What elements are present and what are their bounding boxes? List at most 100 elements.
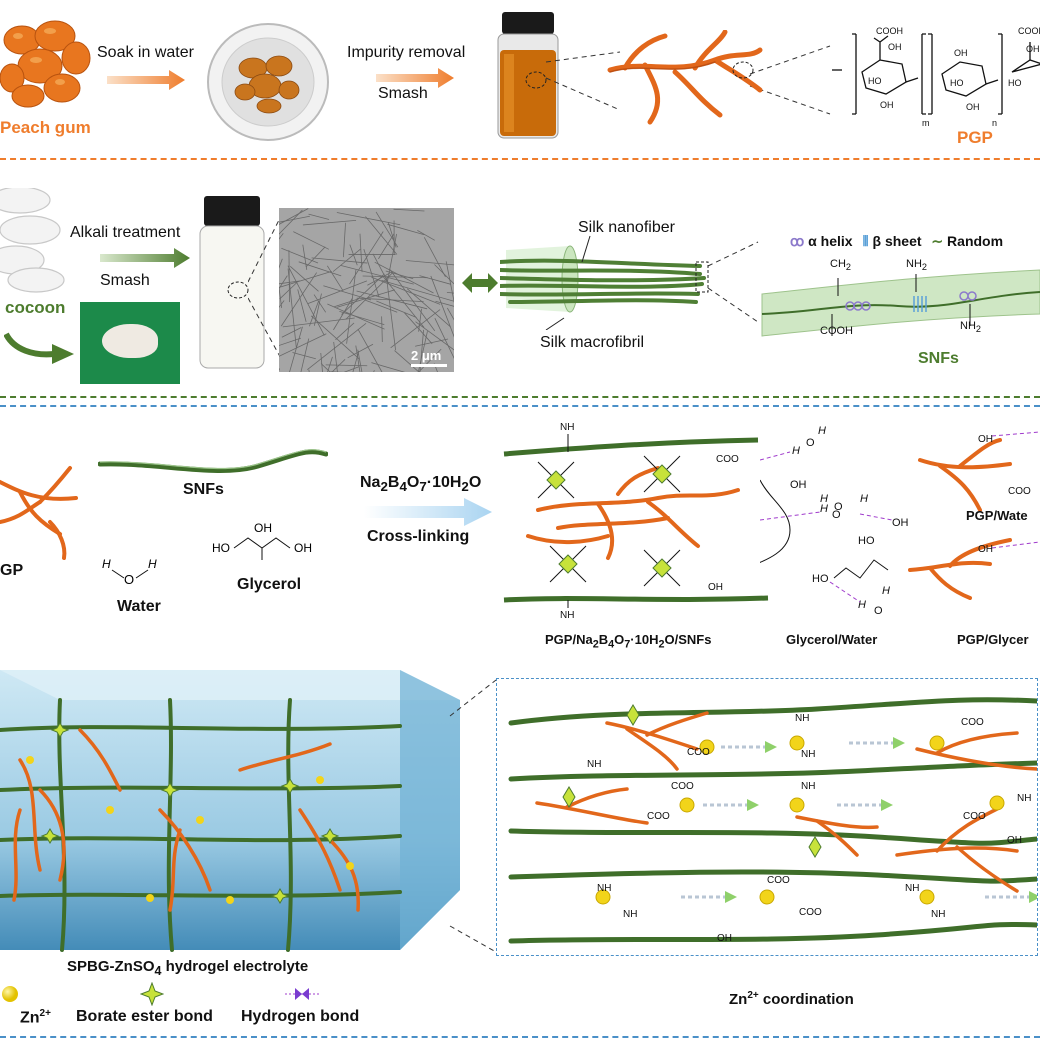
hydrogen-bond-icon (285, 988, 319, 1000)
smash-label: Smash (100, 272, 150, 289)
pgp-chemical-structure: COOH OH HO OH OH HO COOH OH HO OH m n (832, 26, 1040, 128)
ch2-label: CH2 (830, 258, 851, 273)
coordination-label: Zn2+ coordination (729, 990, 854, 1008)
water-molecule: H O H (102, 557, 157, 586)
glycerol-label: Glycerol (237, 576, 302, 593)
scale-bar (411, 364, 447, 367)
svg-text:HO: HO (858, 535, 875, 547)
pgp-polymer (607, 30, 763, 125)
zn-ion-icon (2, 986, 18, 1002)
soak-label: Soak in water (97, 44, 194, 61)
svg-text:COO: COO (767, 875, 790, 886)
crosslink-label: Cross-linking (367, 528, 470, 545)
svg-text:OH: OH (978, 544, 993, 555)
vial-white-image (199, 196, 265, 369)
alpha-helix-label: α helix (808, 233, 853, 249)
struct-label: OH (888, 42, 902, 52)
crosslink-network: NH COO NH OH (503, 422, 769, 621)
svg-text:OH: OH (708, 582, 723, 593)
struct-n: n (992, 118, 997, 128)
sheet-icon: ⦀ (862, 233, 869, 249)
zoom-lines (545, 45, 831, 115)
pgp-interactions: OH COO OH COO (908, 431, 1040, 600)
divider (0, 1036, 1040, 1038)
silk-nanofiber-label: Silk nanofiber (578, 219, 675, 236)
reagent-label: Na2B4O7·10H2O (360, 474, 482, 495)
coordination-diagram: NH COO NH NH COO NH COO COO NH COO OH NH… (508, 697, 1040, 944)
borate-ester-icon (140, 982, 164, 1006)
pgp-water-label: PGP/Wate (966, 508, 1028, 523)
svg-text:COO: COO (716, 454, 739, 465)
nh2-label: NH2 (906, 258, 927, 273)
svg-text:OH: OH (294, 541, 312, 555)
arrow-icon (100, 248, 190, 268)
svg-text:COO: COO (647, 811, 670, 822)
snfs-label: SNFs (183, 481, 224, 498)
hbond-legend-label: Hydrogen bond (241, 1008, 360, 1025)
alkali-label: Alkali treatment (70, 224, 181, 241)
snf-fiber (98, 449, 328, 473)
glycerol-molecule: HO OH OH (212, 521, 312, 560)
struct-label: HO (868, 76, 882, 86)
borate-legend-label: Borate ester bond (76, 1008, 213, 1025)
water-label: Water (117, 598, 161, 615)
svg-text:H: H (860, 493, 868, 505)
svg-text:H: H (148, 557, 157, 571)
glycerol-water-label: Glycerol/Water (786, 632, 878, 647)
svg-text:HO: HO (812, 573, 829, 585)
impurity-removal-label: Impurity removal (347, 44, 466, 61)
silk-fibril (500, 235, 759, 330)
svg-text:NH: NH (801, 781, 815, 792)
zn-legend-label: Zn2+ (20, 1008, 51, 1027)
svg-text:NH: NH (560, 610, 574, 621)
smash-label: Smash (378, 85, 428, 102)
pgp-polymer (0, 466, 78, 560)
sem-image: 2 μm (279, 208, 454, 372)
svg-text:H: H (818, 425, 826, 437)
struct-label: OH (954, 48, 968, 58)
helix-icon: ꝏ (790, 233, 805, 249)
svg-text:OH: OH (790, 479, 807, 491)
svg-text:NH: NH (905, 883, 919, 894)
svg-text:O: O (834, 501, 843, 513)
svg-text:OH: OH (1007, 835, 1022, 846)
struct-label: HO (1008, 78, 1022, 88)
arrow-icon (376, 68, 454, 88)
random-coil-icon: ∼ (931, 233, 944, 249)
double-arrow-icon (462, 273, 498, 293)
cocoon-image (0, 188, 65, 293)
svg-text:COO: COO (799, 907, 822, 918)
svg-text:HO: HO (212, 541, 230, 555)
pgp-label: PGP (957, 128, 993, 147)
svg-text:H: H (820, 503, 828, 515)
structure-legend: ꝏ α helix ⦀ β sheet ∼ Random (790, 233, 1003, 250)
silk-macrofibril-label: Silk macrofibril (540, 334, 645, 351)
scale-label: 2 μm (411, 348, 442, 363)
struct-label: COOH (876, 26, 903, 36)
svg-text:H: H (820, 493, 828, 505)
svg-text:COO: COO (961, 717, 984, 728)
divider (0, 396, 1040, 398)
svg-text:COO: COO (671, 781, 694, 792)
snf-tube (761, 269, 1040, 337)
svg-text:H: H (792, 445, 800, 457)
svg-text:O: O (124, 572, 134, 586)
svg-text:OH: OH (978, 434, 993, 445)
arrow-icon (4, 332, 74, 364)
zoom-lines (449, 679, 497, 953)
svg-text:O: O (832, 509, 841, 521)
nh2-label: NH2 (960, 320, 981, 335)
struct-label: OH (1026, 44, 1040, 54)
random-label: Random (947, 233, 1004, 249)
divider (0, 158, 1040, 160)
gp-label: GP (0, 562, 24, 579)
struct-m: m (922, 118, 930, 128)
svg-text:NH: NH (931, 909, 945, 920)
svg-text:O: O (806, 437, 815, 449)
powder-image (80, 302, 180, 384)
svg-text:COO: COO (963, 811, 986, 822)
peach-gum-image (0, 20, 91, 108)
arrow-icon (364, 498, 492, 526)
hydrogel-label: SPBG-ZnSO4 hydrogel electrolyte (67, 958, 309, 978)
peach-gum-label: Peach gum (0, 118, 91, 137)
